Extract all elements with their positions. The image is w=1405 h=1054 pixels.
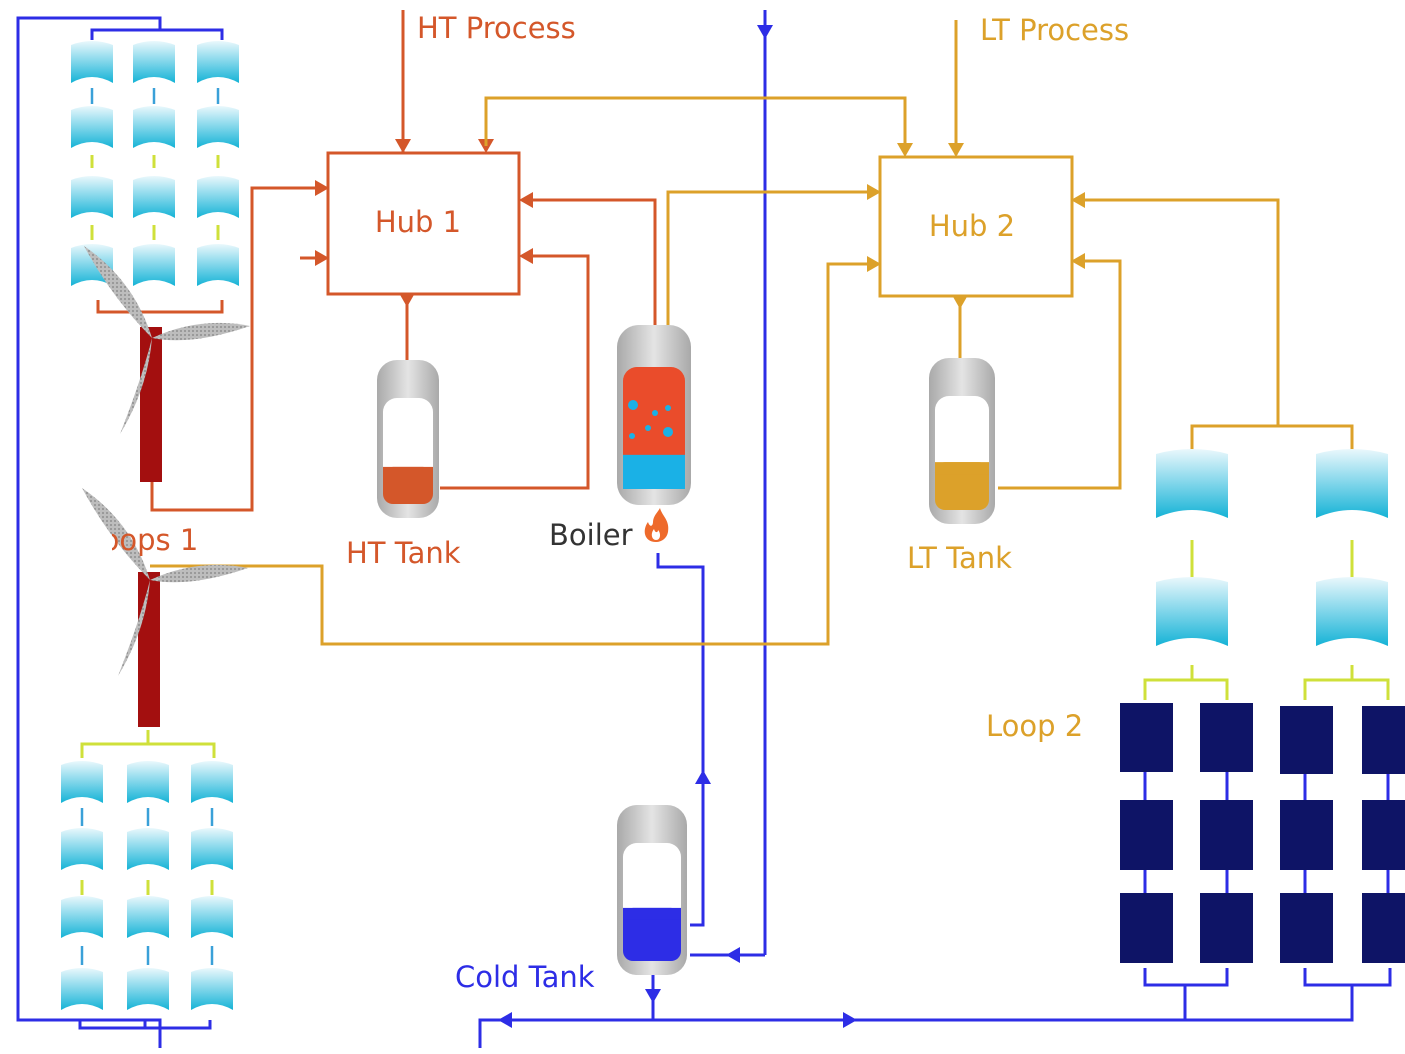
loops1-label-group: Loops 1 [86, 523, 198, 557]
lt-tank [929, 358, 995, 524]
tanks-layer [377, 358, 995, 975]
cold-tank-label: Cold Tank [455, 960, 595, 994]
flame-icon [644, 508, 669, 542]
wind-turbine-icon [84, 246, 250, 482]
cold-water-lines [16, 10, 1392, 1048]
ht-tank [377, 360, 439, 518]
wind-turbine-icon [82, 488, 248, 727]
loop2-label: Loop 2 [986, 709, 1083, 743]
boiler-label: Boiler [549, 518, 633, 552]
cold-tank [617, 805, 687, 975]
ht-process-label: HT Process [417, 11, 576, 45]
collector-links [80, 155, 1390, 895]
lt-lines [150, 20, 1354, 646]
ht-tank-label: HT Tank [346, 536, 461, 570]
text-labels: HT Process LT Process Hub 1 Hub 2 HT Tan… [346, 11, 1129, 994]
lt-process-label: LT Process [980, 13, 1129, 47]
hub1-label: Hub 1 [375, 205, 461, 239]
hub2-label: Hub 2 [929, 209, 1015, 243]
boiler [617, 325, 691, 505]
pv-panels [1120, 703, 1405, 963]
lt-tank-label: LT Tank [907, 541, 1012, 575]
collector-links-blue [80, 88, 220, 965]
loops1-label: Loops 1 [86, 523, 198, 557]
ht-lines [96, 10, 657, 512]
cold-tank-level [623, 907, 681, 961]
